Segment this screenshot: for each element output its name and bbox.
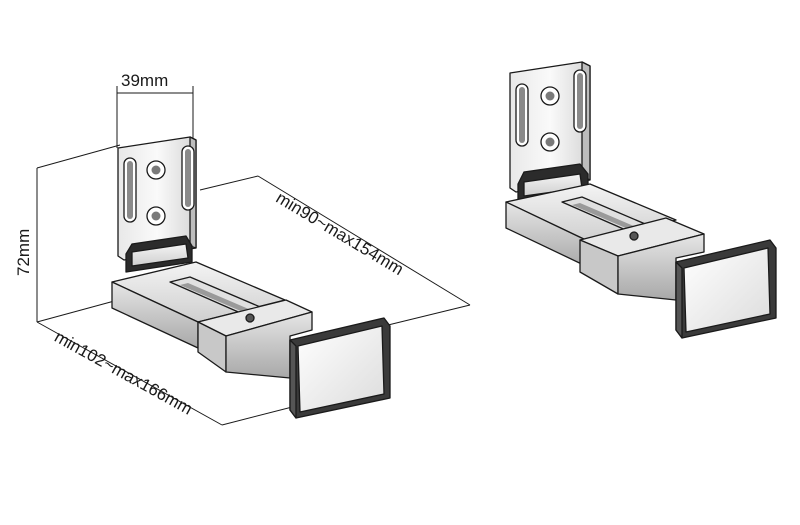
height-dimension-label: 72mm <box>14 228 33 276</box>
width-dimension-label: 39mm <box>121 71 169 90</box>
bracket-right <box>505 61 777 339</box>
bracket-left <box>111 136 391 419</box>
dimension-lines <box>36 86 471 426</box>
